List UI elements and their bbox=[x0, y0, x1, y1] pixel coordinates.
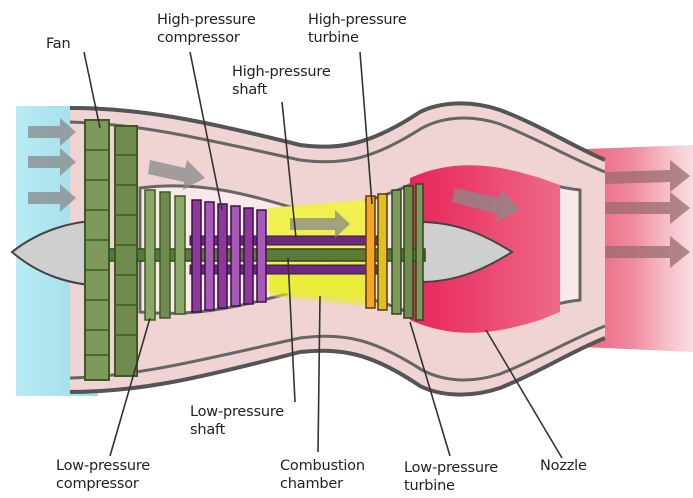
label-lp-turbine-line1: Low-pressure bbox=[404, 460, 498, 476]
label-combustion-chamber-line1: Combustion bbox=[280, 458, 365, 474]
label-hp-shaft-line2: shaft bbox=[232, 82, 267, 98]
label-hp-shaft-line1: High-pressure bbox=[232, 64, 331, 80]
label-lp-shaft-line1: Low-pressure bbox=[190, 404, 284, 420]
low-pressure-turbine-stages bbox=[392, 184, 423, 320]
low-pressure-compressor-stages bbox=[145, 190, 185, 320]
label-lp-turbine-line2: turbine bbox=[404, 478, 455, 494]
label-lp-compressor-line2: compressor bbox=[56, 476, 139, 492]
label-nozzle: Nozzle bbox=[540, 458, 587, 474]
label-combustion-chamber-line2: chamber bbox=[280, 476, 343, 492]
label-hp-compressor-line2: compressor bbox=[157, 30, 240, 46]
label-lp-shaft-line2: shaft bbox=[190, 422, 225, 438]
label-hp-turbine-line1: High-pressure bbox=[308, 12, 407, 28]
label-lp-compressor-line1: Low-pressure bbox=[56, 458, 150, 474]
label-hp-turbine-line2: turbine bbox=[308, 30, 359, 46]
label-hp-compressor-line1: High-pressure bbox=[157, 12, 256, 28]
exhaust-flow-arrows bbox=[605, 160, 690, 268]
label-fan: Fan bbox=[46, 36, 71, 52]
